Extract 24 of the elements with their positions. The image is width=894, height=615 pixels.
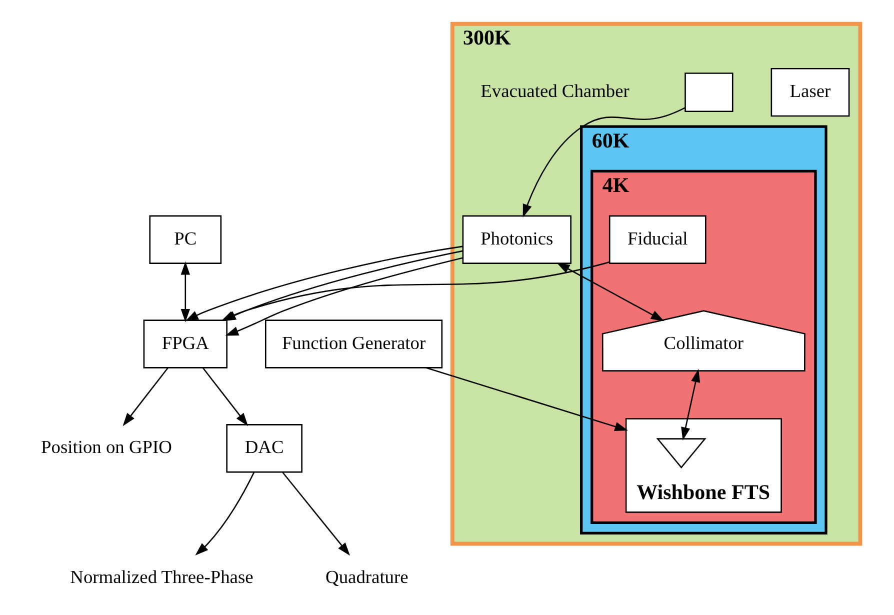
node-box: Function Generator [264, 320, 442, 368]
node-triangle [656, 438, 706, 468]
node-box: Photonics [462, 215, 571, 264]
arrow [194, 472, 254, 556]
arrow [180, 262, 190, 322]
node-text: Position on GPIO [40, 437, 172, 458]
node-text: Quadrature [325, 566, 408, 587]
node-box: DAC [226, 424, 302, 473]
arrow [522, 107, 686, 218]
arrow [425, 367, 628, 431]
node-text: Normalized Three-Phase [70, 566, 253, 587]
cluster: Wishbone FTS [624, 418, 782, 513]
arrow [224, 257, 462, 336]
node-box: Fiducial [608, 215, 706, 264]
node-label: Evacuated Chamber [480, 81, 629, 102]
node-box: Laser [770, 68, 850, 117]
arrow [680, 369, 700, 440]
node-box: FPGA [142, 320, 227, 368]
arrow [122, 368, 168, 426]
arrow [556, 262, 664, 322]
arrow [282, 472, 350, 556]
node-box [684, 72, 733, 112]
arrow [202, 368, 248, 426]
node-box: PC [148, 215, 222, 264]
